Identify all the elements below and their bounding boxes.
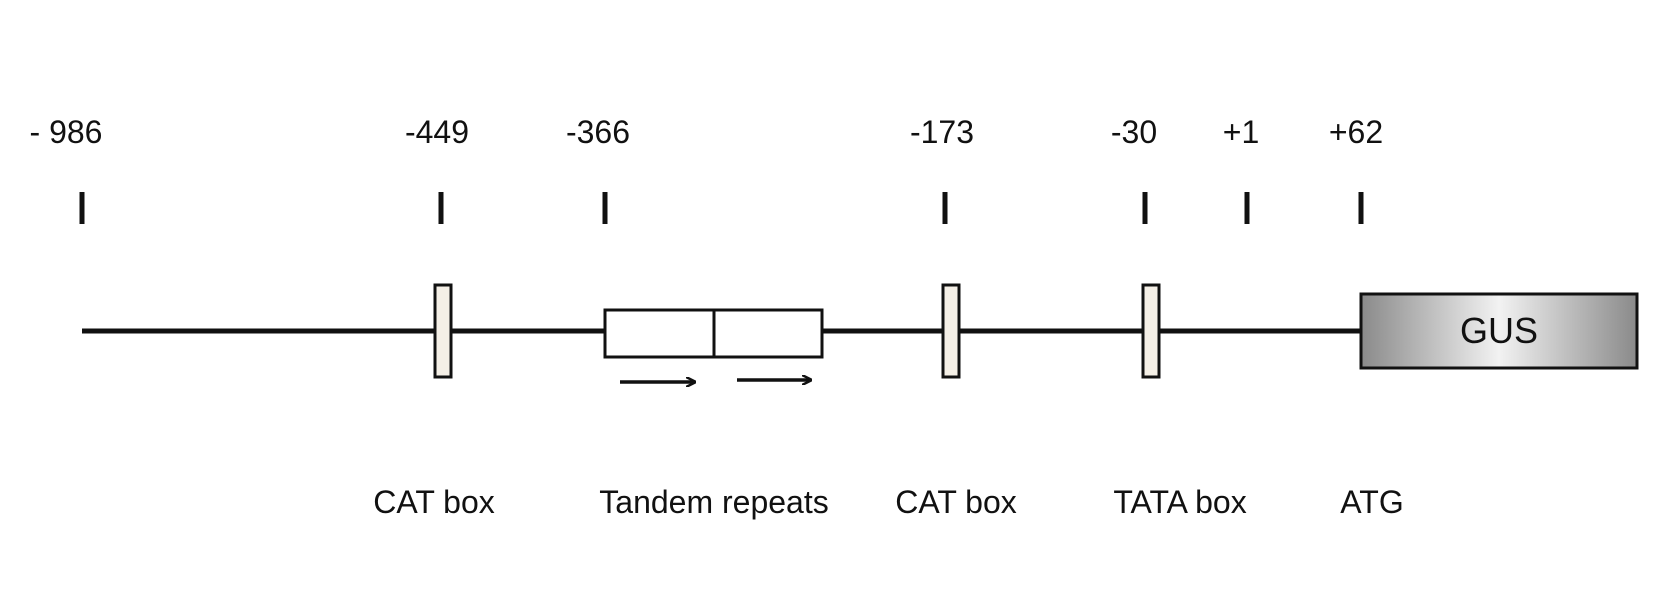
tata-box-marker (1141, 283, 1161, 379)
cat-box-1-marker (433, 283, 453, 379)
position-label-plus62: +62 (1328, 114, 1384, 150)
tick-173 (942, 192, 948, 224)
tick-449 (438, 192, 444, 224)
tandem-repeat-1 (603, 308, 716, 359)
cat-box-1-label: CAT box (373, 484, 495, 520)
tandem-repeats-label: Tandem repeats (599, 484, 829, 520)
position-label-173: -173 (909, 114, 975, 150)
position-label-986: - 986 (29, 114, 103, 150)
tick-366 (602, 192, 608, 224)
position-label-plus1: +1 (1222, 114, 1260, 150)
tata-box-label: TATA box (1113, 484, 1247, 520)
tick-plus62 (1358, 192, 1364, 224)
cat-box-2-marker (941, 283, 961, 379)
tick-30 (1142, 192, 1148, 224)
cat-box-2-label: CAT box (895, 484, 1017, 520)
atg-label: ATG (1340, 484, 1404, 520)
tick-plus1 (1244, 192, 1250, 224)
position-label-366: -366 (565, 114, 631, 150)
tick-986 (79, 192, 85, 224)
tandem-repeat-2 (712, 308, 824, 359)
position-label-449: -449 (404, 114, 470, 150)
position-label-30: -30 (1110, 114, 1158, 150)
gus-box (1359, 292, 1639, 370)
gus-label: GUS (1459, 310, 1538, 351)
